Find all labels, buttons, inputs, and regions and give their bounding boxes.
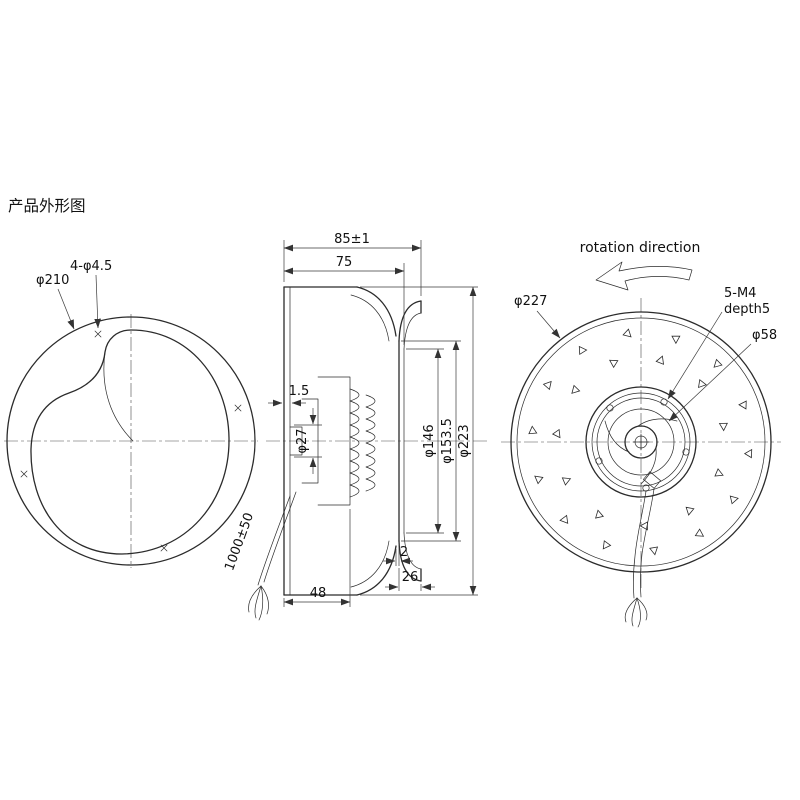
plate-cutout-outline (30, 329, 230, 555)
dim-2-label: 2 (400, 545, 408, 560)
impeller-outer-circle (510, 311, 772, 573)
shroud-bottom-inner (350, 540, 390, 588)
shroud-top-outer (356, 286, 397, 337)
motor-spoke-2 (604, 420, 630, 453)
plate-outline-circle (6, 316, 256, 566)
cable-gland (643, 471, 661, 489)
dim-1p5-label: 1.5 (289, 384, 310, 399)
dim-holes-label: 4-φ4.5 (70, 259, 112, 274)
shroud-bottom-outer (356, 545, 397, 596)
shroud-top-inner (350, 294, 390, 342)
dim-holes-leader (94, 274, 102, 329)
page-title: 产品外形图 (8, 197, 86, 215)
dim-75-label: 75 (336, 255, 353, 270)
dim-85-label: 85±1 (334, 232, 370, 247)
dim-screws-label-line2: depth5 (724, 302, 770, 317)
motor-section (289, 376, 376, 506)
dim-phi210-leader (57, 288, 75, 330)
inlet-cone-bottom-outer (398, 540, 422, 582)
power-cable-side (248, 491, 297, 621)
mounting-hole-marks (20, 330, 242, 552)
dim-cable-length-label: 1000±50 (222, 511, 257, 573)
dim-phi58-label: φ58 (752, 328, 777, 343)
motor-spoke-3 (640, 447, 657, 485)
rotation-arrow (595, 261, 693, 291)
dim-phi58-leader (668, 343, 752, 422)
dim-phi223-label: φ223 (457, 424, 472, 457)
side-view: 1000±50 85±1 75 1.5 φ27 48 2 (222, 232, 488, 621)
dim-screws-label-line1: 5-M4 (724, 286, 756, 301)
motor-face (585, 386, 697, 498)
dim-phi210-label: φ210 (36, 273, 69, 288)
dim-phi146-label: φ146 (422, 424, 437, 457)
dim-phi153-label: φ153.5 (440, 418, 455, 464)
dim-26-label: 26 (402, 570, 419, 585)
hub-crosshair (632, 433, 650, 451)
inlet-cone-top-inner (403, 312, 422, 350)
front-view: rotation direction φ227 5-M4 depth5 φ58 (501, 240, 781, 628)
motor-spoke-1 (637, 418, 678, 427)
rotation-direction-label: rotation direction (580, 240, 701, 256)
dim-screws-leader (667, 311, 723, 400)
power-cable-front (624, 488, 655, 628)
dim-phi27-label: φ27 (295, 428, 310, 453)
dim-phi227-leader (536, 310, 561, 339)
plate-cutout-spiral (103, 351, 134, 442)
left-view: φ210 4-φ4.5 (4, 259, 258, 568)
dim-48-label: 48 (310, 586, 327, 601)
dim-phi227-label: φ227 (514, 294, 547, 309)
balance-marks (528, 328, 753, 556)
inlet-cone-top-outer (398, 300, 422, 342)
